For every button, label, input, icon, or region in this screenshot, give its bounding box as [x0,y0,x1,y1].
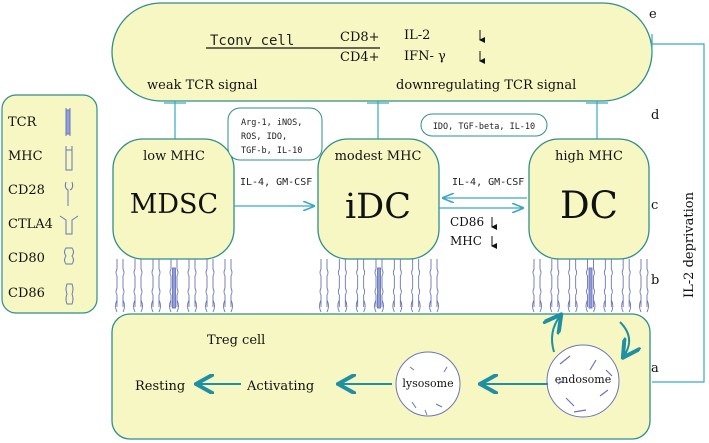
il2-label: IL-2 [404,28,430,43]
legend-mhc: MHC [8,149,43,164]
receptor-pair [151,259,161,313]
resting-label: Resting [135,379,185,394]
receptor-pair [223,259,233,313]
receptor-clusters [115,259,649,313]
il2-deprivation-connector [651,34,705,383]
factor-line-2: ROS, IDO, [241,132,287,142]
idc-sub: modest MHC [335,149,422,164]
treg-title: Treg cell [207,333,265,348]
endosome-label: endosome [555,373,611,386]
receptor-pair [392,259,403,313]
mdsc-to-idc-arrow: IL-4, GM-CSF [234,177,314,206]
receptor-pair [549,259,560,313]
cd86-change-label: CD86 [450,215,484,229]
lysosome-label: lysosome [402,377,453,390]
receptor-pair [133,259,143,313]
factor-box-dc: IDO, TGF-beta, IL-10 [420,113,548,137]
row-label-d: d [651,108,659,123]
receptor-pair [319,259,329,313]
receptor-pair [410,259,421,313]
factor-line-3: TGF-b, IL-10 [241,146,302,156]
tcr-receptor [377,267,381,309]
receptor-pair [374,259,384,313]
downreg-tcr-label: downregulating TCR signal [396,78,576,93]
dc-to-idc-arrows: IL-4, GM-CSF CD86 MHC [439,177,527,249]
receptor-pair [187,259,197,313]
il2-deprivation-label: IL-2 deprivation [682,191,697,298]
weak-tcr-label: weak TCR signal [147,78,258,93]
cd80-icon [64,247,74,265]
receptor-pair [585,259,596,313]
receptor-pair [355,259,366,313]
receptor-pair [205,259,215,313]
factor-line-1: Arg-1, iNOS, [241,118,302,128]
inhibition-connectors [164,101,608,139]
tconv-title: Tconv cell [210,33,294,49]
arrow2-label: IL-4, GM-CSF [452,177,524,188]
receptor-pair [621,259,632,313]
activating-label: Activating [246,379,314,394]
legend-cd80: CD80 [8,251,45,266]
mdsc-cell: low MHC MDSC [112,138,235,260]
endosome: endosome [546,344,620,418]
treg-cell: Treg cell lysosome endosome Activating R… [111,314,651,440]
idc-cell: modest MHC iDC [317,138,440,260]
cd28-icon [64,181,74,206]
legend-ctla4: CTLA4 [8,217,53,232]
mhc-icon [65,146,73,171]
dc-cell: high MHC DC [528,138,650,260]
row-label-c: c [651,198,658,213]
ctla4-icon [59,215,79,235]
row-label-b: b [651,273,659,288]
legend-cd28: CD28 [8,183,45,198]
mdsc-sub: low MHC [143,149,205,164]
cd86-icon [65,283,74,305]
row-label-a: a [651,361,659,376]
receptor-pair [115,259,125,313]
tcr-receptor [172,267,176,309]
arrow1-label: IL-4, GM-CSF [240,177,312,188]
receptor-pair [169,259,179,313]
row-label-e: e [649,7,657,22]
receptor-pair [567,259,578,313]
tcr-icon [65,108,71,136]
legend-panel: TCR MHC CD28 CTLA4 CD80 CD86 [1,94,98,314]
legend-cd86: CD86 [8,286,45,301]
mdsc-name: MDSC [130,189,218,220]
factor-box-mdsc: Arg-1, iNOS, ROS, IDO, TGF-b, IL-10 [227,107,323,161]
mhc-change-label: MHC [450,234,482,248]
receptor-pair [429,259,439,313]
idc-name: iDC [345,187,411,227]
ifn-label: IFN- γ [404,49,446,64]
receptor-pair [532,259,542,313]
receptor-pair [603,259,614,313]
cd8-label: CD8+ [340,30,380,45]
lysosome: lysosome [395,351,461,417]
receptor-pair [639,259,649,313]
tconv-cell: Tconv cell CD8+ CD4+ IL-2 IFN- γ weak TC… [111,2,653,102]
legend-tcr: TCR [8,115,38,130]
tcr-receptor [588,267,593,309]
dc-name: DC [560,184,618,227]
factor-dc-text: IDO, TGF-beta, IL-10 [433,122,535,132]
cd4-label: CD4+ [340,50,380,65]
dc-sub: high MHC [555,149,623,164]
receptor-pair [337,259,348,313]
